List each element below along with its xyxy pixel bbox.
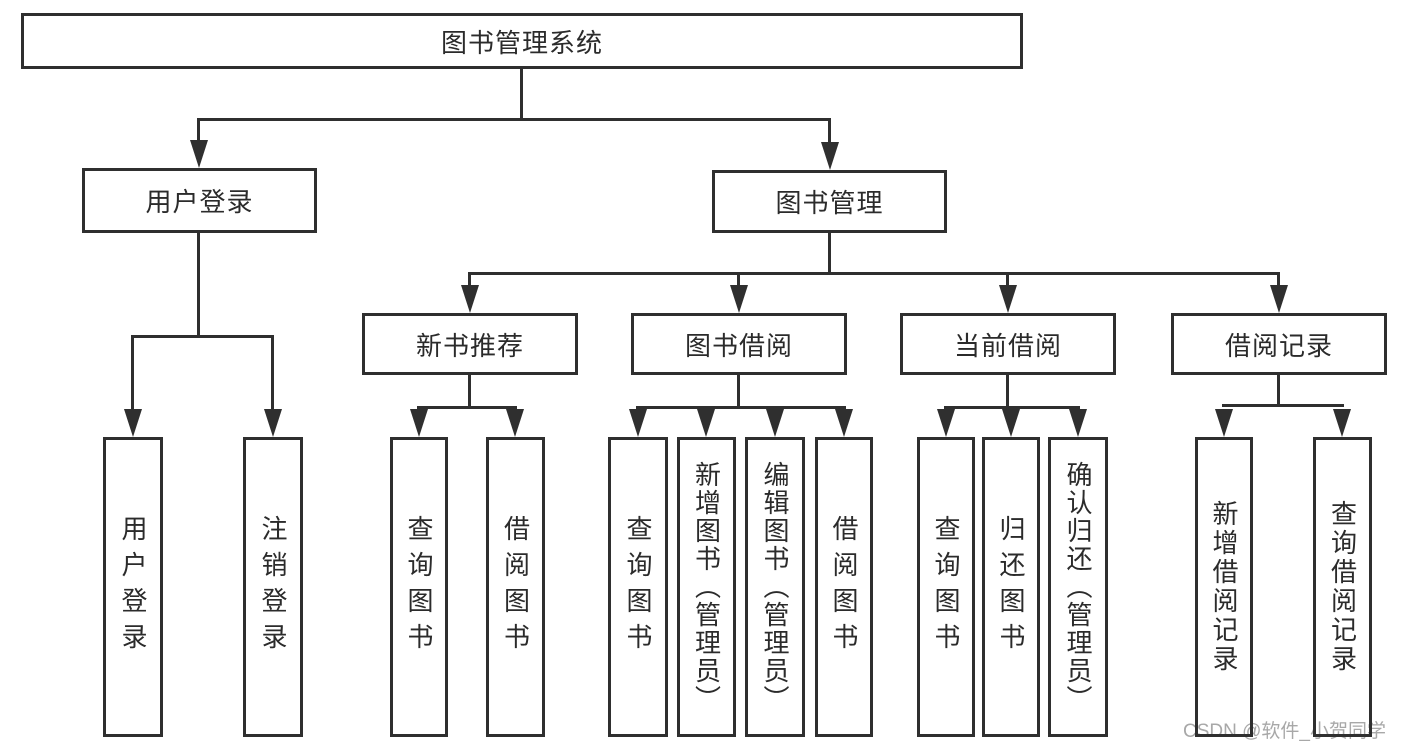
leaf-label: 借阅图书 [500,515,531,659]
leaf-label: 借阅图书 [829,515,859,659]
node-book-management: 图书管理 [712,170,947,233]
leaf-label: 编辑图书（管理员） [760,461,790,713]
connector-line [197,118,831,121]
arrow-down-icon [999,285,1017,313]
leaf-borrow-books-recommend: 借阅图书 [486,437,545,737]
node-user-login: 用户登录 [82,168,317,233]
connector-line [131,335,274,338]
arrow-down-icon [461,285,479,313]
leaf-label: 查询借阅记录 [1327,500,1358,674]
leaf-label: 查询图书 [404,515,434,659]
connector-line [1222,404,1344,407]
arrow-down-icon [730,285,748,313]
leaf-query-borrow-record: 查询借阅记录 [1313,437,1372,737]
node-borrowing-records: 借阅记录 [1171,313,1387,375]
arrow-down-icon [937,409,955,437]
connector-line [131,335,134,413]
leaf-add-books-admin: 新增图书（管理员） [677,437,736,737]
leaf-return-books: 归还图书 [982,437,1040,737]
leaf-label: 新增借阅记录 [1209,500,1239,674]
node-label: 借阅记录 [1224,330,1333,361]
leaf-user-login: 用户登录 [103,437,163,737]
arrow-down-icon [821,142,839,170]
leaf-label: 归还图书 [996,515,1026,659]
connector-line [417,406,517,409]
arrow-down-icon [1002,409,1020,437]
connector-line [636,406,846,409]
node-label: 当前借阅 [953,330,1062,361]
connector-line [197,233,200,335]
connector-line [1277,272,1280,288]
node-label: 图书借阅 [684,330,793,361]
leaf-label: 确认归还（管理员） [1063,461,1093,713]
leaf-confirm-return-admin: 确认归还（管理员） [1048,437,1108,737]
connector-line [271,335,274,413]
arrow-down-icon [766,409,784,437]
connector-line [197,118,200,144]
arrow-down-icon [697,409,715,437]
arrow-down-icon [1215,409,1233,437]
arrow-down-icon [264,409,282,437]
node-label: 图书管理系统 [440,27,603,58]
node-label: 图书管理 [775,188,884,218]
connector-line [828,233,831,275]
leaf-label: 用户登录 [118,515,148,659]
node-label: 用户登录 [145,187,254,217]
connector-line [737,375,740,409]
connector-line [468,375,471,409]
arrow-down-icon [629,409,647,437]
leaf-borrow-books: 借阅图书 [815,437,873,737]
connector-line [828,118,831,146]
leaf-label: 查询图书 [931,515,961,659]
arrow-down-icon [1333,409,1351,437]
connector-line [468,272,471,288]
node-library-management-system: 图书管理系统 [21,13,1023,69]
node-label: 新书推荐 [415,330,524,361]
leaf-logout: 注销登录 [243,437,303,737]
arrow-down-icon [410,409,428,437]
connector-line [737,272,740,288]
connector-line [1006,375,1009,409]
node-new-book-recommendation: 新书推荐 [362,313,578,375]
connector-line [1006,272,1009,288]
node-book-borrowing: 图书借阅 [631,313,847,375]
arrow-down-icon [506,409,524,437]
leaf-label: 新增图书（管理员） [691,461,722,713]
leaf-label: 查询图书 [623,515,653,659]
arrow-down-icon [1069,409,1087,437]
arrow-down-icon [190,140,208,168]
leaf-add-borrow-record: 新增借阅记录 [1195,437,1253,737]
connector-line [468,272,1280,275]
connector-line [520,69,523,119]
node-current-borrowing: 当前借阅 [900,313,1116,375]
leaf-label: 注销登录 [258,515,288,659]
leaf-edit-books-admin: 编辑图书（管理员） [745,437,805,737]
leaf-query-books-current: 查询图书 [917,437,975,737]
leaf-query-books-recommend: 查询图书 [390,437,448,737]
connector-line [1277,375,1280,407]
arrow-down-icon [124,409,142,437]
connector-line [944,406,1080,409]
arrow-down-icon [835,409,853,437]
arrow-down-icon [1270,285,1288,313]
leaf-query-books-borrowing: 查询图书 [608,437,668,737]
